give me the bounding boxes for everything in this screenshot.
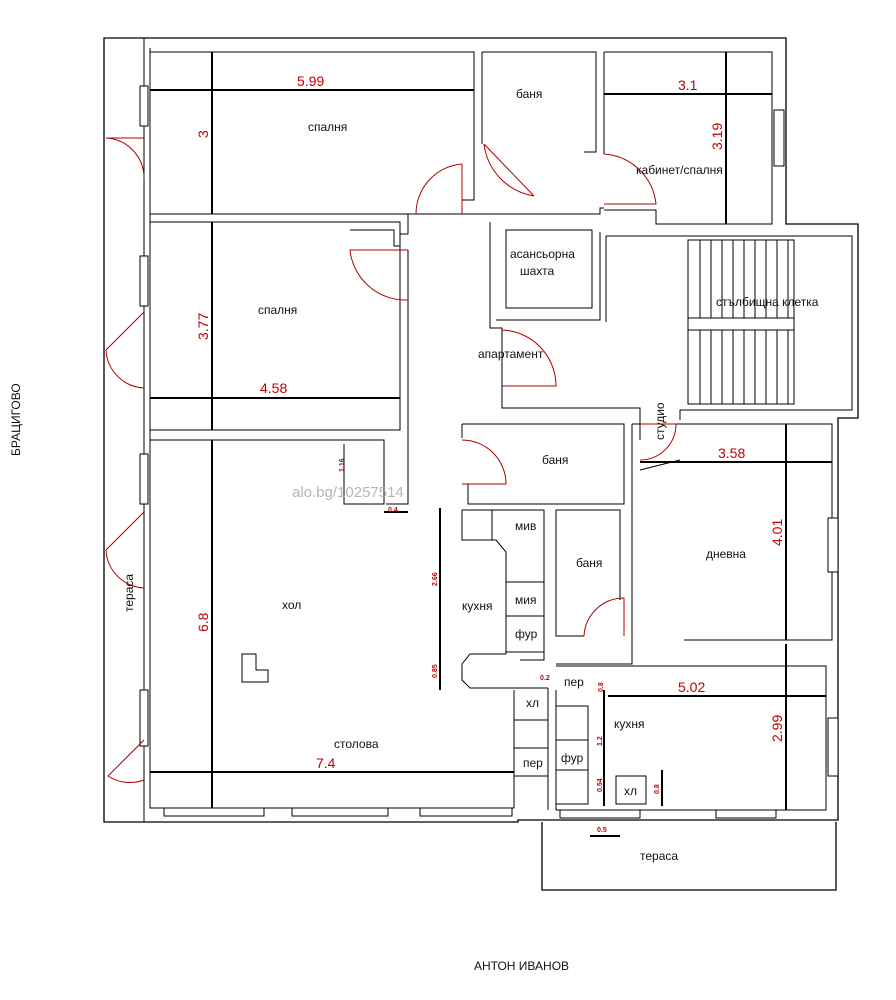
dim-1-2: 1.2 <box>597 736 604 746</box>
interior-walls <box>149 51 853 811</box>
dim-4-58: 4.58 <box>260 380 287 396</box>
dim-3-19: 3.19 <box>709 123 725 150</box>
dim-6-8: 6.8 <box>195 612 211 632</box>
label-elevator-2: шахта <box>520 264 555 278</box>
label-bedroom-top: спалня <box>308 120 347 134</box>
label-bath-top: баня <box>516 87 542 101</box>
dimension-labels: 5.99 3 3.1 3.19 3.77 4.58 6.8 7.4 3.58 4… <box>195 73 785 834</box>
label-study: кабинет/спалня <box>636 163 723 177</box>
street-left: БРАЦИГОВО <box>9 383 23 456</box>
fixture-hl-2: хл <box>624 784 637 798</box>
fixture-fur-2: фур <box>561 751 584 765</box>
label-kitchen-center: кухня <box>462 599 493 613</box>
dim-7-4: 7.4 <box>316 755 336 771</box>
dim-0-8-a: 0.8 <box>598 682 605 692</box>
stairs <box>687 239 795 405</box>
dim-0-85: 0.85 <box>432 664 439 678</box>
door-swings <box>105 137 677 784</box>
dim-3-1: 3.1 <box>678 77 698 93</box>
dim-3-58: 3.58 <box>718 445 745 461</box>
dim-3: 3 <box>195 130 211 138</box>
label-stairwell: стълбищна клетка <box>716 295 819 309</box>
dim-2-66: 2.66 <box>432 572 439 586</box>
label-bath-center: баня <box>542 453 568 467</box>
fixture-fur-1: фур <box>515 627 538 641</box>
dim-4-01: 4.01 <box>769 519 785 546</box>
label-apartment: апартамент <box>478 347 544 361</box>
dim-0-4: 0.4 <box>388 507 398 514</box>
fixture-per-2: пер <box>523 756 543 770</box>
label-studio: студио <box>653 402 667 440</box>
label-dining: столова <box>334 737 379 751</box>
fixture-per-1: пер <box>564 675 584 689</box>
street-bottom: АНТОН ИВАНОВ <box>474 959 569 973</box>
fixture-miya: мия <box>515 593 536 607</box>
dimension-lines <box>150 52 832 837</box>
label-bedroom-mid: спалня <box>258 303 297 317</box>
fixture-miv: мив <box>515 519 536 533</box>
dim-5-02: 5.02 <box>678 679 705 695</box>
label-kitchen-right: кухня <box>614 717 645 731</box>
dim-0-54: 0.54 <box>597 778 604 792</box>
dim-5-99: 5.99 <box>297 73 324 89</box>
label-terrace-bottom: тераса <box>640 849 678 863</box>
label-terrace-left: тераса <box>122 574 136 612</box>
label-living-right: дневна <box>706 547 746 561</box>
windows <box>139 85 839 819</box>
fixture-labels: мив мия фур пер хл пер фур хл <box>515 519 637 798</box>
dim-2-99: 2.99 <box>769 715 785 742</box>
label-bath-right: баня <box>576 556 602 570</box>
dim-0-5: 0.5 <box>597 827 607 834</box>
exterior-walls <box>103 37 859 891</box>
watermark: alo.bg/10257514 <box>292 484 404 501</box>
dim-1-16: 1.16 <box>339 458 346 472</box>
label-elevator-1: асансьорна <box>510 247 575 261</box>
label-hall: хол <box>282 598 301 612</box>
dim-0-2: 0.2 <box>540 675 550 682</box>
dim-3-77: 3.77 <box>195 313 211 340</box>
fixture-hl-1: хл <box>526 696 539 710</box>
dim-0-8-b: 0.8 <box>654 784 661 794</box>
room-labels: спалня баня кабинет/спалня спалня асансь… <box>122 87 819 863</box>
